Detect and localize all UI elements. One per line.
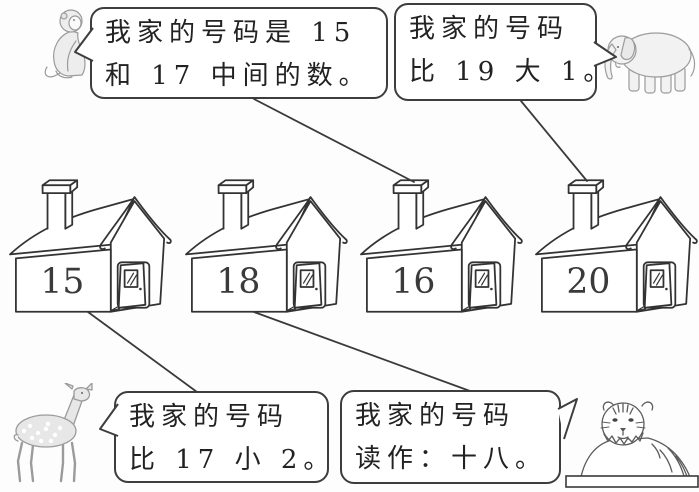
connector-elephant-to-house-20 — [520, 100, 588, 182]
house-number: 18 — [216, 262, 260, 302]
bubble-text-line: 和 17 中间的数。 — [105, 61, 371, 91]
speech-bubble-elephant: 我家的号码 比 19 大 1。 — [394, 3, 616, 101]
bubble-text-line: 我家的号码是 15 — [105, 18, 357, 48]
deer-illustration — [13, 383, 93, 483]
house-number: 15 — [40, 262, 84, 302]
tiger-illustration — [579, 401, 693, 482]
house-drawing: 15 — [9, 179, 172, 313]
bubble-text-line: 我家的号码 — [355, 401, 516, 431]
house-20: 20 — [534, 176, 699, 317]
house-15: 15 — [8, 176, 176, 317]
bubble-text-line: 读作：十八。 — [355, 444, 548, 474]
speech-bubble-tiger: 我家的号码 读作：十八。 — [340, 390, 561, 484]
speech-bubble-deer: 我家的号码 比 17 小 2。 — [114, 391, 329, 483]
bubble-text-line: 我家的号码 — [129, 402, 290, 432]
bubble-text-line: 我家的号码 — [409, 14, 570, 44]
bubble-text-line: 比 17 小 2。 — [129, 445, 336, 475]
house-drawing: 20 — [535, 179, 698, 313]
connector-house-15-to-deer — [87, 311, 198, 393]
connector-monkey-to-house-16 — [253, 98, 415, 183]
connector-house-18-to-tiger — [253, 311, 471, 392]
house-18: 18 — [184, 176, 352, 317]
bubble-text-line: 比 19 大 1。 — [409, 57, 616, 87]
house-number: 20 — [566, 262, 610, 302]
house-drawing: 18 — [185, 179, 348, 313]
house-16: 16 — [359, 176, 527, 317]
monkey-illustration — [44, 9, 86, 79]
elephant-illustration — [604, 32, 696, 94]
house-drawing: 16 — [360, 179, 523, 313]
house-number: 16 — [391, 262, 435, 302]
speech-bubble-monkey: 我家的号码是 15 和 17 中间的数。 — [90, 7, 388, 99]
